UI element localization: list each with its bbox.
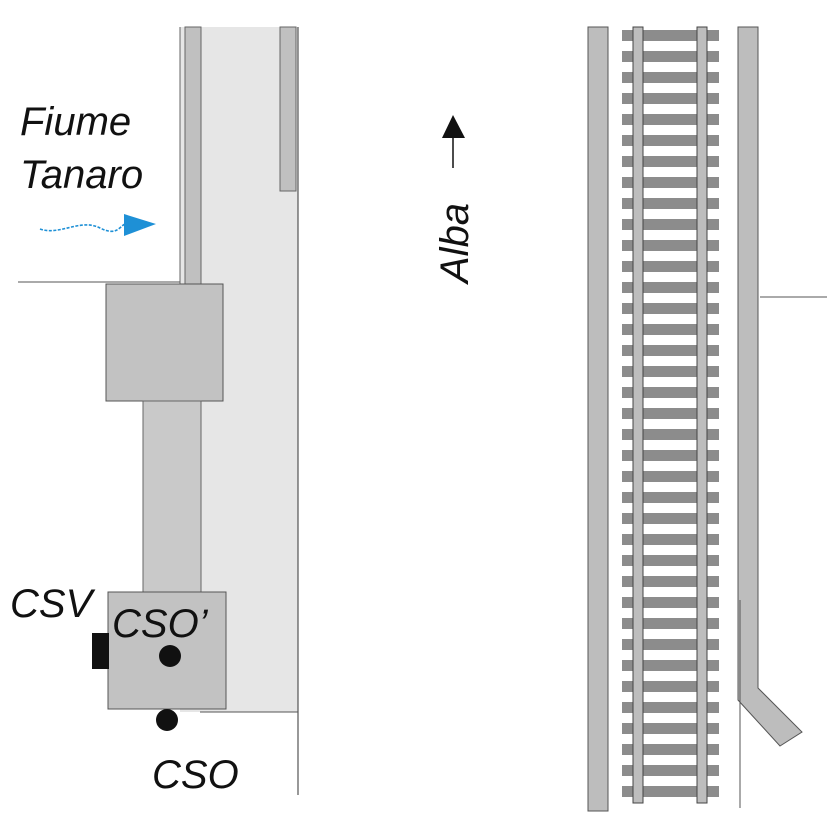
sleeper [622, 723, 719, 734]
sleeper [622, 450, 719, 461]
sleeper [622, 219, 719, 230]
sleeper [622, 30, 719, 41]
wall-left [184, 26, 202, 286]
sleeper [622, 135, 719, 146]
sleeper [622, 345, 719, 356]
cso-prime-point [159, 645, 181, 667]
sleeper [622, 492, 719, 503]
sleeper [622, 387, 719, 398]
sleeper [622, 555, 719, 566]
sleeper [622, 240, 719, 251]
left-structure [18, 26, 299, 795]
sleepers [622, 30, 719, 797]
sleeper [622, 513, 719, 524]
sleeper [622, 681, 719, 692]
sleeper [622, 429, 719, 440]
railway-left-wall [587, 26, 609, 812]
sleeper [622, 408, 719, 419]
sleeper [622, 366, 719, 377]
cso-point [156, 709, 178, 731]
sleeper [622, 51, 719, 62]
cso-prime-label: CSO’ [112, 602, 209, 646]
sleeper [622, 72, 719, 83]
railway-right-wall [737, 26, 803, 747]
sleeper [622, 156, 719, 167]
sleeper [622, 303, 719, 314]
sleeper [622, 702, 719, 713]
sleeper [622, 618, 719, 629]
sleeper [622, 744, 719, 755]
north-arrow-icon [442, 115, 465, 168]
river-label-line1: Fiume [20, 100, 131, 144]
upper-chamber [105, 283, 224, 402]
sleeper [622, 576, 719, 587]
sleeper [622, 471, 719, 482]
culvert [142, 400, 202, 594]
sleeper [622, 93, 719, 104]
sleeper [622, 786, 719, 797]
sleeper [622, 765, 719, 776]
direction-label: Alba [433, 203, 477, 285]
sleeper [622, 534, 719, 545]
sleeper [622, 261, 719, 272]
csv-label: CSV [10, 582, 96, 626]
railway [587, 26, 827, 812]
sleeper [622, 660, 719, 671]
sleeper [622, 324, 719, 335]
csv-valve [92, 633, 109, 669]
sleeper [622, 639, 719, 650]
rail-right [696, 26, 708, 804]
sleeper [622, 198, 719, 209]
sleeper [622, 177, 719, 188]
sleeper [622, 114, 719, 125]
sleeper [622, 597, 719, 608]
flow-arrow-icon [39, 214, 156, 236]
wall-right [279, 26, 297, 192]
rail-left [632, 26, 644, 804]
river-label-line2: Tanaro [20, 153, 143, 197]
cso-label: CSO [152, 753, 239, 797]
sleeper [622, 282, 719, 293]
